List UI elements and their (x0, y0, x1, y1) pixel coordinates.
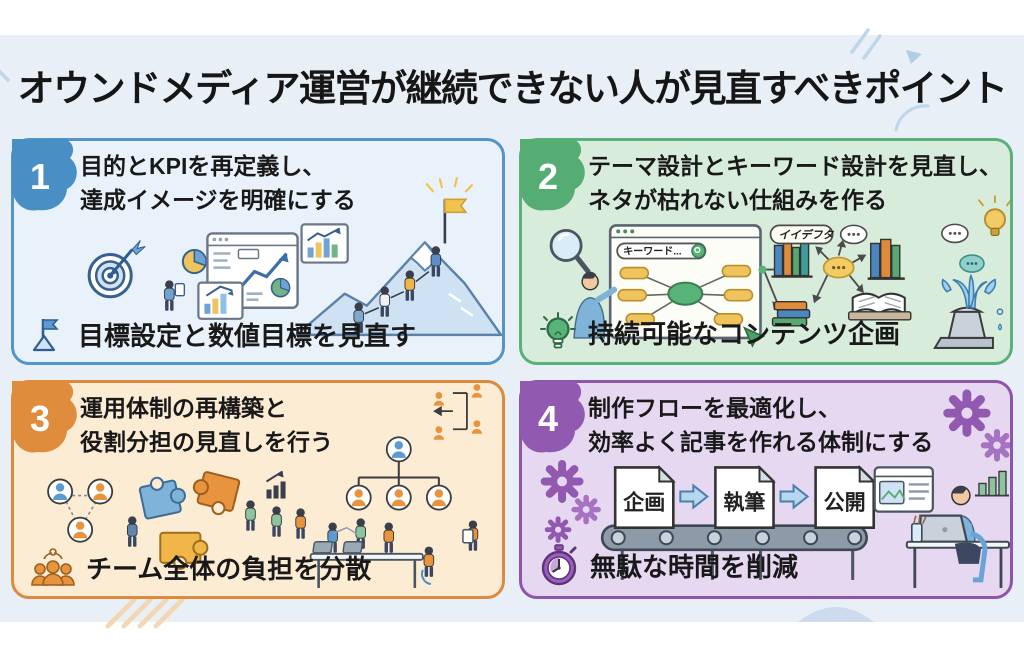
stopwatch-icon (541, 544, 577, 586)
talking-person-2 (295, 507, 306, 540)
dots-bubble-icon (839, 224, 868, 245)
card-team-structure: 3 運用体制の再構築と 役割分担の見直しを行う チーム全体の負担を分散 (11, 380, 505, 599)
card3-title: 運用体制の再構築と 役割分担の見直しを行う (80, 395, 333, 455)
puzzle-pieces (138, 471, 241, 570)
svg-text:執筆: 執筆 (723, 491, 765, 515)
avatar-network (47, 478, 114, 543)
climbing-people (353, 245, 442, 334)
workstation-scene (873, 466, 1010, 588)
svg-text:公開: 公開 (824, 492, 866, 515)
arrow-right-icon (679, 483, 710, 510)
teal-bubble-icon (959, 254, 985, 273)
card-goal-kpi: 1 目的とKPIを再定義し、 達成イメージを明確にする 目標設定と数値目標を見直… (11, 138, 505, 365)
mountain-graphic (295, 177, 502, 337)
gear-cluster-left (545, 464, 599, 541)
svg-text:企画: 企画 (622, 490, 665, 515)
bookshelf-a (771, 241, 813, 278)
card1-illustration (87, 177, 502, 337)
card2-title: テーマ設計とキーワード設計を見直し、 ネタが枯れない仕組みを作る (588, 153, 1002, 213)
analyst-person (164, 279, 186, 312)
magnifier-icon (549, 228, 591, 275)
card4-bottom-label: 無駄な時間を削減 (590, 551, 799, 582)
pointing-person (573, 271, 618, 339)
talking-person-1 (271, 505, 282, 538)
svg-text:3: 3 (30, 398, 50, 439)
card2-number-badge: 2 (520, 139, 585, 211)
bar-chart-panel (300, 223, 349, 264)
card1-bottom-label: 目標設定と数値目標を見直す (78, 320, 417, 351)
org-chart (345, 436, 452, 511)
tablet (462, 528, 474, 544)
card1-number-badge: 1 (12, 139, 77, 211)
target-icon (87, 240, 146, 299)
idea-hub (812, 239, 867, 304)
puzzle-person-left (126, 515, 138, 548)
card-theme-keyword: キーワード... (519, 138, 1013, 365)
small-bar-panel (197, 281, 244, 320)
flag-on-peak-icon (32, 319, 59, 352)
book-stack (771, 301, 811, 327)
svg-text:2: 2 (538, 156, 558, 197)
puzzle-person-right (245, 499, 256, 532)
card1-title: 目的とKPIを再定義し、 達成イメージを明確にする (80, 153, 356, 213)
page-title: オウンドメディア運営が継続できない人が見直すべきポイント (17, 68, 1008, 109)
svg-text:イイデフタ: イイデフタ (779, 228, 835, 241)
mindmap-window: キーワード... (608, 224, 766, 348)
hierarchy-people (433, 384, 483, 440)
idea-label-bubble: イイデフタ (769, 224, 835, 245)
svg-text:1: 1 (30, 156, 50, 197)
card2-illustration: キーワード... (549, 195, 1010, 349)
card2-bottom-label: 持続可能なコンテンツ企画 (588, 318, 901, 349)
card4-title: 制作フローを最適化し、 効率よく記事を作れる体制にする (588, 395, 934, 455)
pie-chart-icon (181, 248, 207, 275)
growth-chart-mini (265, 470, 286, 499)
card-production-flow: 企画 執筆 公開 (519, 380, 1013, 599)
open-book-icon (847, 292, 912, 321)
meeting-table-scene (309, 517, 435, 588)
bookshelf-b (867, 238, 905, 280)
card3-illustration (47, 384, 483, 588)
card4-number-badge: 4 (520, 381, 585, 453)
arrow-right-icon (779, 483, 810, 510)
card3-number-badge: 3 (12, 381, 77, 453)
speech-bubble-icon (941, 223, 969, 244)
gear-cluster-topright (948, 394, 1010, 459)
card4-illustration: 企画 執筆 公開 (522, 383, 1010, 588)
mini-bar-chart (974, 470, 1009, 497)
svg-text:キーワード...: キーワード... (623, 246, 682, 258)
flow-documents: 企画 執筆 公開 (613, 464, 877, 529)
idea-fountain (933, 273, 1004, 349)
idea-bulb-small (977, 195, 1010, 237)
svg-text:4: 4 (538, 398, 558, 439)
card3-bottom-label: チーム全体の負担を分散 (86, 553, 372, 584)
team-icon (31, 548, 75, 586)
lightbulb-icon (540, 312, 576, 349)
